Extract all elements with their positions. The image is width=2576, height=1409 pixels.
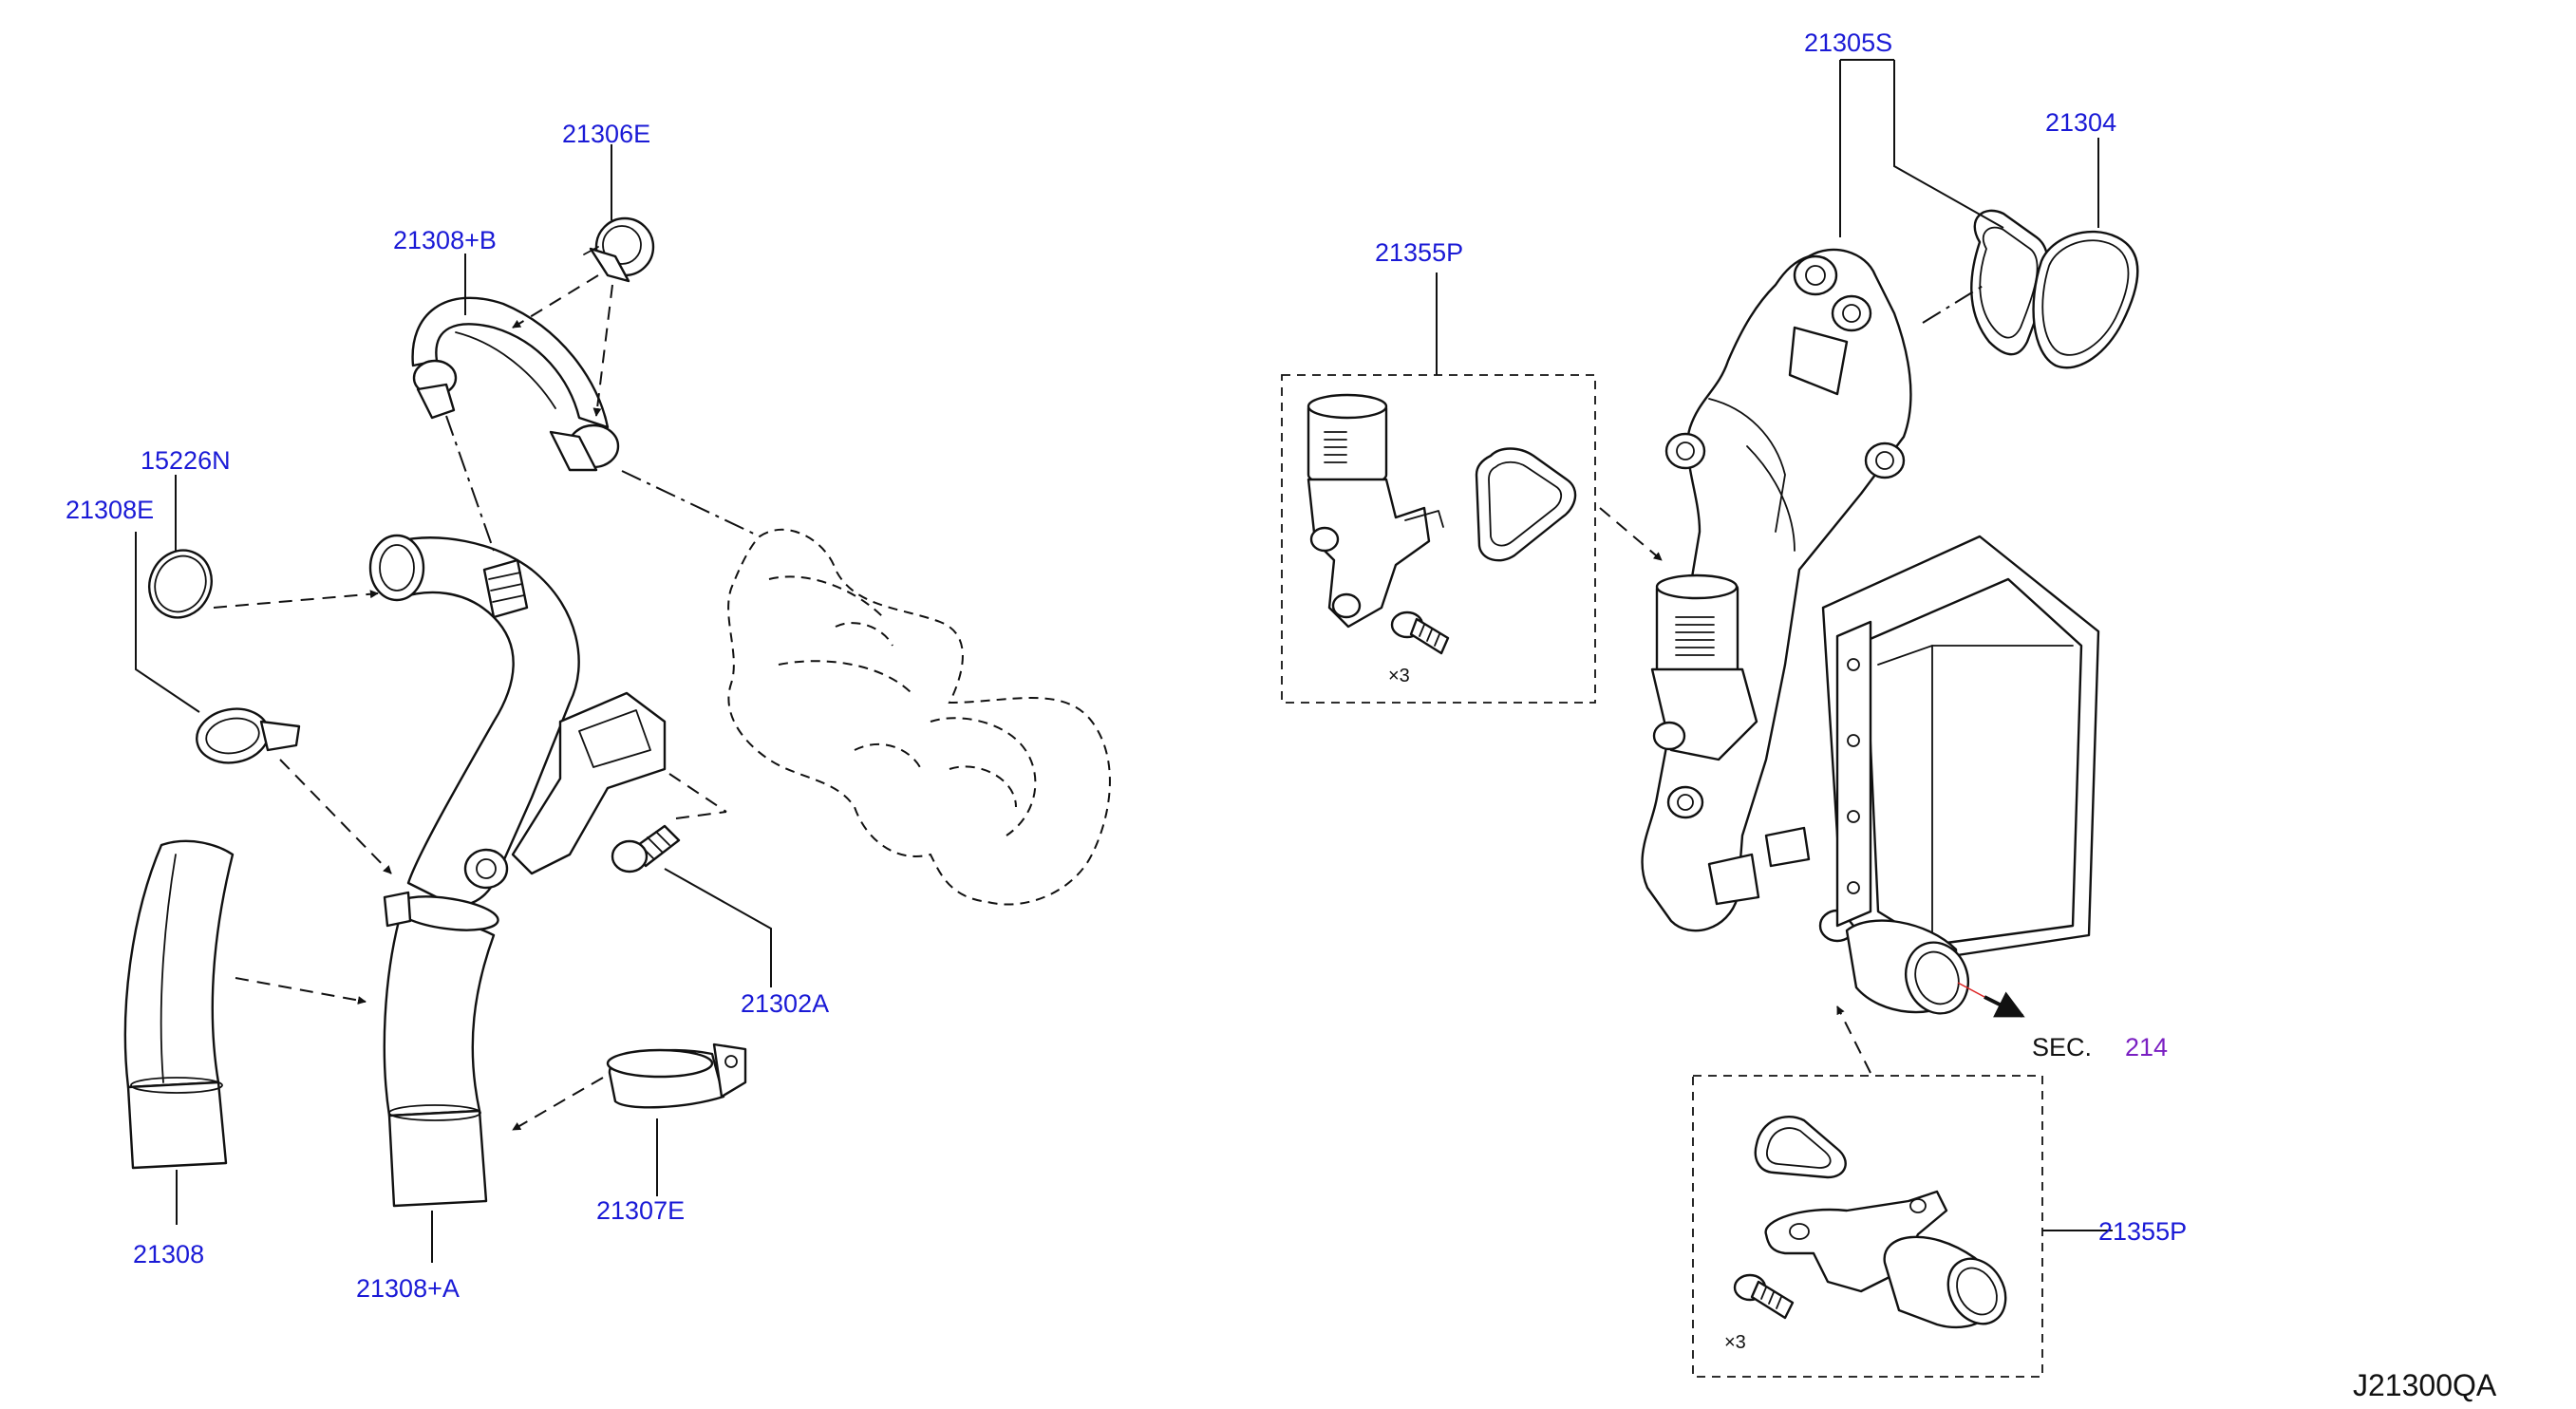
label-21308e: 21308E xyxy=(66,496,154,524)
right-leaders xyxy=(1436,59,2113,1231)
gasket-21305s[interactable] xyxy=(1970,209,2050,356)
seal-kit-bottom[interactable] xyxy=(1754,1116,1847,1179)
label-qty-top: ×3 xyxy=(1388,666,1410,686)
label-21308b: 21308+B xyxy=(393,226,497,254)
label-21308: 21308 xyxy=(133,1240,204,1268)
hose-21308b[interactable] xyxy=(411,296,620,472)
label-21355p-top: 21355P xyxy=(1375,238,1463,267)
cooler-outlet-pipe[interactable] xyxy=(1845,919,1978,1023)
bolt-kit-top[interactable] xyxy=(1390,611,1450,655)
engine-phantom xyxy=(727,528,1111,906)
label-15226n: 15226N xyxy=(141,446,231,475)
filter-housing-kit-part[interactable] xyxy=(1307,393,1444,629)
oring-15226n[interactable] xyxy=(139,540,222,628)
left-leaders xyxy=(135,144,772,1263)
diagram-code: J21300QA xyxy=(2353,1368,2497,1402)
hose-21308[interactable] xyxy=(123,839,235,1170)
clamp-21306e[interactable] xyxy=(583,216,655,283)
label-21304: 21304 xyxy=(2045,108,2116,137)
right-assembly-lines xyxy=(1599,284,2025,1074)
label-sec-prefix: SEC. xyxy=(2032,1033,2092,1061)
kit-box-top xyxy=(1281,374,1596,704)
pipe-main[interactable] xyxy=(368,534,667,907)
seal-kit-top[interactable] xyxy=(1475,447,1577,562)
bolt-kit-bottom[interactable] xyxy=(1733,1273,1795,1320)
left-assembly-lines xyxy=(213,274,761,1131)
flange-kit-part[interactable] xyxy=(1764,1190,2018,1334)
oil-filter-housing-mounted[interactable] xyxy=(1650,573,1758,761)
label-21305s: 21305S xyxy=(1804,28,1892,57)
label-21308a: 21308+A xyxy=(356,1274,460,1303)
label-21306e: 21306E xyxy=(562,120,650,148)
label-21307e: 21307E xyxy=(596,1196,685,1225)
hose-21308a[interactable] xyxy=(383,891,500,1208)
label-21302a: 21302A xyxy=(741,989,829,1018)
oil-cooler-housing[interactable] xyxy=(1641,248,1912,943)
bolt-21302a[interactable] xyxy=(611,824,681,874)
label-qty-bottom: ×3 xyxy=(1724,1332,1746,1353)
clamp-21307e[interactable] xyxy=(606,1043,747,1109)
cooler-core[interactable] xyxy=(1821,535,2100,961)
kit-box-bottom xyxy=(1692,1075,2043,1378)
gasket-21304[interactable] xyxy=(2032,230,2139,369)
label-sec-number: 214 xyxy=(2125,1033,2168,1061)
label-21355p-bottom: 21355P xyxy=(2098,1217,2187,1246)
clamp-21308e[interactable] xyxy=(193,704,301,768)
